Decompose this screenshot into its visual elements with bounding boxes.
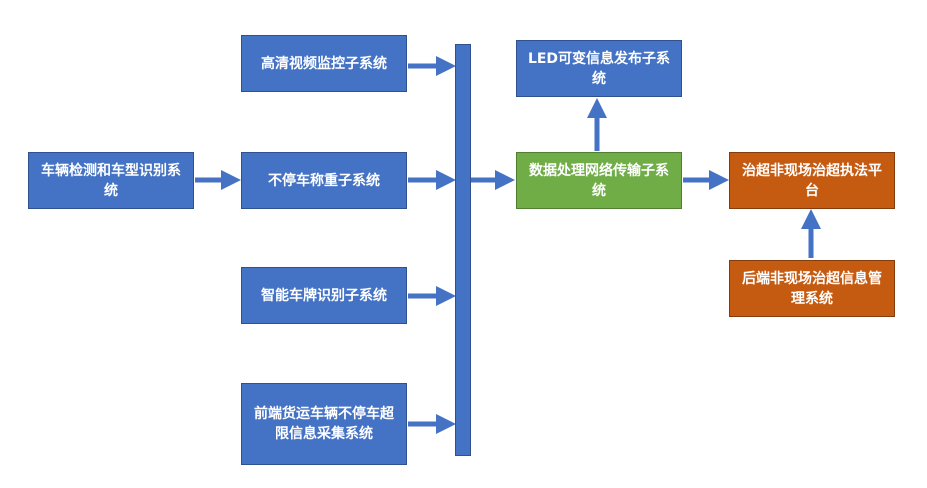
node-data-processing-label: 数据处理网络传输子系统 xyxy=(529,162,669,199)
node-hd-video: 高清视频监控子系统 xyxy=(241,35,407,92)
node-nonstop-weighing: 不停车称重子系统 xyxy=(241,152,407,209)
node-data-processing: 数据处理网络传输子系统 xyxy=(516,152,682,209)
node-hd-video-label: 高清视频监控子系统 xyxy=(261,55,387,72)
node-frontend-collection-label: 前端货运车辆不停车超限信息采集系统 xyxy=(254,406,394,442)
node-backend-management: 后端非现场治超信息管理系统 xyxy=(729,260,895,317)
node-nonstop-weighing-label: 不停车称重子系统 xyxy=(268,172,380,189)
node-backend-management-label: 后端非现场治超信息管理系统 xyxy=(742,270,882,307)
node-plate-recognition: 智能车牌识别子系统 xyxy=(241,267,407,324)
node-led-publish-label: LED可变信息发布子系统 xyxy=(527,50,671,87)
node-enforcement-platform-label: 治超非现场治超执法平台 xyxy=(742,162,882,199)
node-enforcement-platform: 治超非现场治超执法平台 xyxy=(729,152,895,209)
node-plate-recognition-label: 智能车牌识别子系统 xyxy=(261,287,387,304)
node-vehicle-detection-label: 车辆检测和车型识别系统 xyxy=(41,162,181,199)
node-led-publish: LED可变信息发布子系统 xyxy=(516,40,682,97)
node-vehicle-detection: 车辆检测和车型识别系统 xyxy=(28,152,194,209)
collection-bus-bar xyxy=(455,44,471,456)
node-frontend-collection: 前端货运车辆不停车超限信息采集系统 xyxy=(241,383,407,465)
